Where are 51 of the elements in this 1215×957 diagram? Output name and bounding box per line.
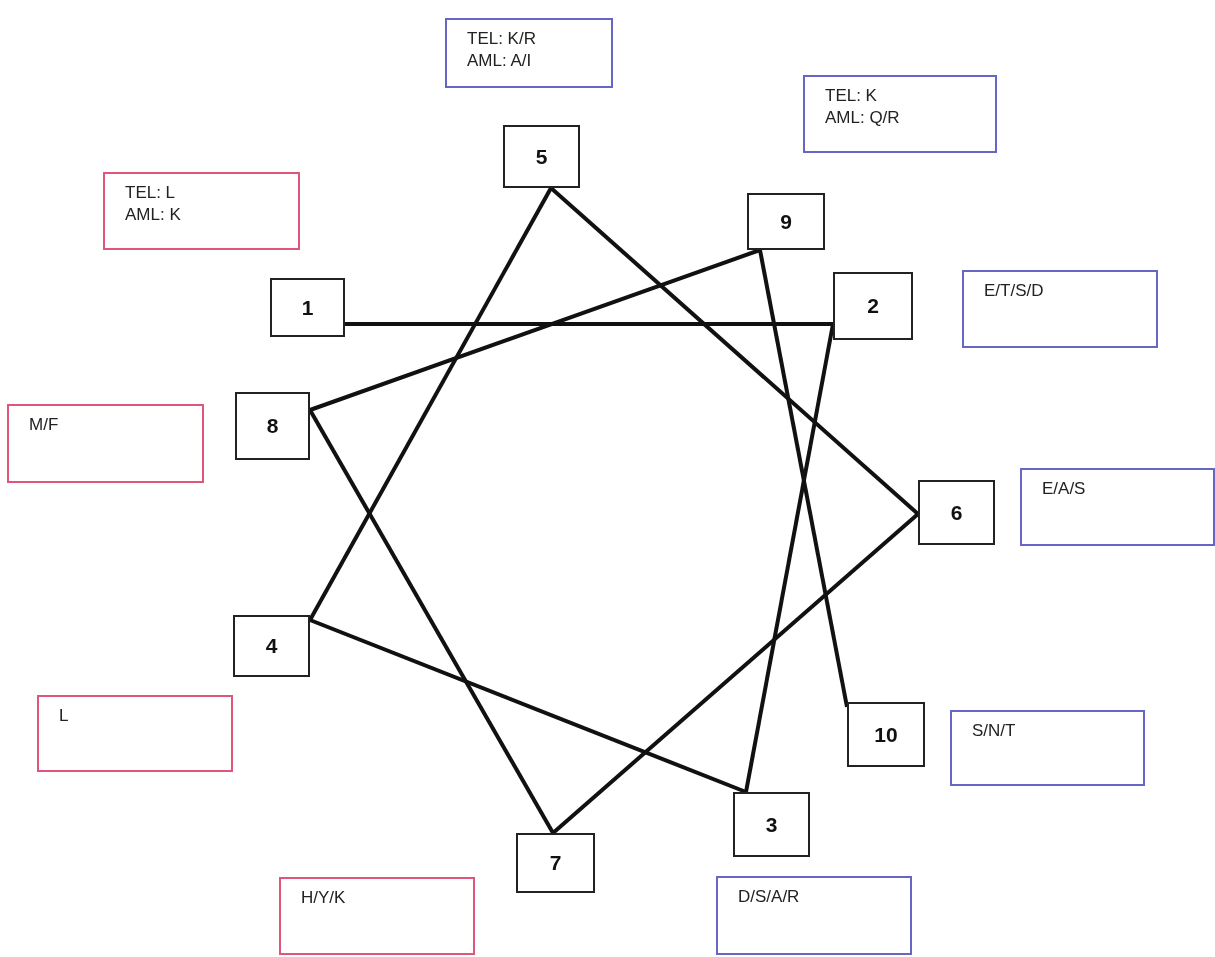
residue-label: TEL: L [125, 182, 177, 204]
position-number: 6 [950, 500, 963, 525]
connecting-line [308, 187, 553, 621]
connecting-line [744, 323, 835, 793]
position-number: 8 [266, 414, 279, 438]
residue-box [1020, 468, 1215, 546]
position-box [733, 792, 810, 857]
residue-label: M/F [29, 414, 60, 436]
position-box [233, 615, 310, 677]
connecting-line [309, 248, 761, 412]
residue-box [445, 18, 613, 88]
residue-label: AML: A/I [467, 50, 533, 72]
residue-box [716, 876, 912, 955]
connecting-line [345, 322, 833, 326]
residue-label: D/S/A/R [738, 886, 801, 908]
position-number: 9 [780, 209, 792, 234]
connecting-line [551, 512, 920, 835]
residue-box [103, 172, 300, 250]
position-box [235, 392, 310, 460]
position-number: 2 [867, 294, 879, 318]
position-box [747, 193, 825, 250]
position-number: 5 [535, 144, 548, 169]
residue-box [279, 877, 475, 955]
residue-box [37, 695, 233, 772]
position-box [918, 480, 995, 545]
residue-box [803, 75, 997, 153]
position-number: 4 [265, 634, 278, 658]
residue-box [962, 270, 1158, 348]
position-number: 3 [765, 812, 778, 837]
residue-label: AML: K [125, 204, 182, 226]
position-number: 7 [549, 851, 562, 875]
position-box [503, 125, 580, 188]
residue-label: TEL: K/R [467, 28, 537, 50]
connecting-line [549, 186, 920, 516]
position-box [270, 278, 345, 337]
position-number: 1 [301, 295, 314, 320]
residue-box [7, 404, 204, 483]
position-box [847, 702, 925, 767]
residue-label: E/T/S/D [984, 280, 1045, 302]
residue-box [950, 710, 1145, 786]
position-number: 10 [874, 722, 898, 747]
residue-label: AML: Q/R [825, 107, 901, 129]
position-box [516, 833, 595, 893]
residue-label: TEL: K [825, 85, 878, 107]
residue-label: L [59, 705, 70, 727]
connecting-line [758, 249, 849, 708]
residue-label: H/Y/K [301, 887, 347, 909]
residue-label: E/A/S [1042, 478, 1087, 500]
position-box [833, 272, 913, 340]
connecting-line [309, 618, 747, 794]
residue-label: S/N/T [972, 720, 1017, 742]
